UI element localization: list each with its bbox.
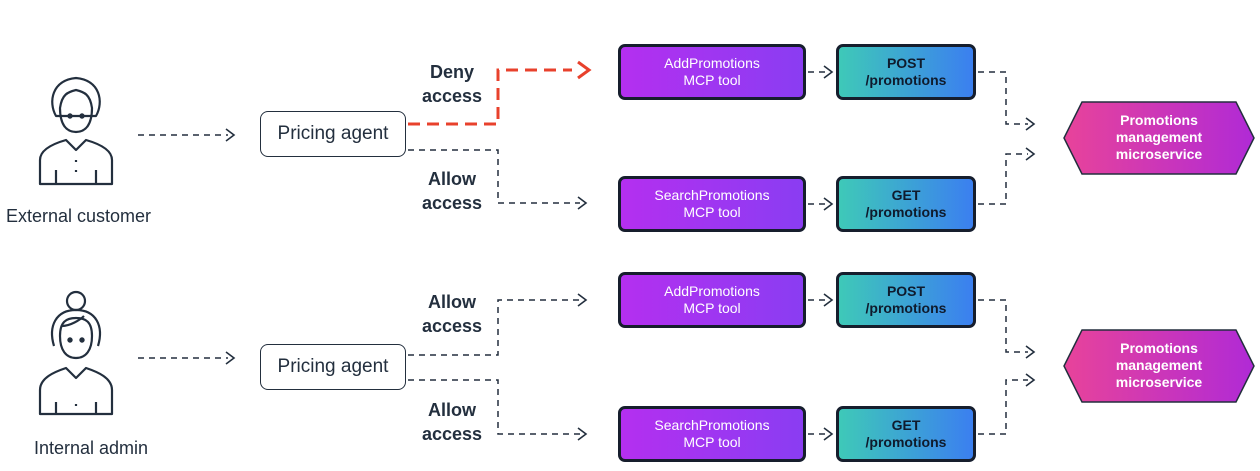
- get-promotions-api: GET /promotions: [836, 406, 976, 462]
- service-line: microservice: [1115, 374, 1203, 390]
- allow-add-path: [408, 299, 580, 356]
- api-path: /promotions: [865, 434, 947, 450]
- arrowhead: [577, 293, 588, 307]
- tool-type: MCP tool: [683, 204, 741, 220]
- arrowhead: [823, 427, 834, 441]
- tool-type: MCP tool: [683, 72, 741, 88]
- arrowhead: [1025, 147, 1036, 161]
- tool-type: MCP tool: [683, 300, 741, 316]
- tool-name: SearchPromotions: [654, 417, 770, 433]
- service-line: Promotions: [1120, 340, 1198, 356]
- get-promotions-api: GET /promotions: [836, 176, 976, 232]
- arrowhead: [225, 351, 236, 365]
- api-path: /promotions: [865, 300, 947, 316]
- external-customer-icon: [38, 76, 114, 186]
- access-line: Allow: [428, 292, 476, 312]
- arrowhead: [1025, 373, 1036, 387]
- access-line: access: [421, 424, 483, 444]
- access-line: access: [421, 193, 483, 213]
- service-line: Promotions: [1120, 112, 1198, 128]
- api-path: /promotions: [865, 72, 947, 88]
- access-line: Deny: [429, 62, 474, 82]
- api-to-service-path: [978, 379, 1028, 435]
- service-line: management: [1115, 129, 1203, 145]
- api-method: GET: [891, 417, 921, 433]
- deny-add-path: [408, 68, 572, 126]
- service-hexagon: [1063, 101, 1255, 175]
- actor-label: Internal admin: [34, 438, 149, 458]
- pricing-agent-node: Pricing agent: [260, 111, 406, 157]
- tool-type: MCP tool: [683, 434, 741, 450]
- promotions-service: Promotions management microservice: [1064, 340, 1254, 391]
- api-to-service-path: [978, 71, 1028, 125]
- deny-arrowhead: [577, 60, 592, 80]
- access-label-allow: Allow access: [412, 167, 492, 215]
- add-promotions-tool: AddPromotions MCP tool: [618, 44, 806, 100]
- arrowhead: [577, 196, 588, 210]
- allow-search-path: [408, 379, 580, 435]
- service-line: management: [1115, 357, 1203, 373]
- service-line: microservice: [1115, 146, 1203, 162]
- allow-search-path: [408, 149, 580, 204]
- api-path: /promotions: [865, 204, 947, 220]
- api-to-service-path: [978, 153, 1028, 205]
- access-line: access: [421, 86, 483, 106]
- post-promotions-api: POST /promotions: [836, 44, 976, 100]
- internal-admin-icon: [38, 290, 114, 416]
- tool-name: AddPromotions: [664, 283, 760, 299]
- tool-name: AddPromotions: [664, 55, 760, 71]
- api-to-service-path: [978, 299, 1028, 353]
- api-method: POST: [886, 283, 926, 299]
- promotions-service: Promotions management microservice: [1064, 112, 1254, 163]
- add-promotions-tool: AddPromotions MCP tool: [618, 272, 806, 328]
- tool-name: SearchPromotions: [654, 187, 770, 203]
- access-line: access: [421, 316, 483, 336]
- access-line: Allow: [428, 400, 476, 420]
- arrowhead: [577, 427, 588, 441]
- search-promotions-tool: SearchPromotions MCP tool: [618, 176, 806, 232]
- access-label-allow: Allow access: [412, 290, 492, 338]
- arrowhead: [823, 65, 834, 79]
- pricing-agent-node: Pricing agent: [260, 344, 406, 390]
- arrowhead: [1025, 117, 1036, 131]
- arrowhead: [823, 293, 834, 307]
- service-hexagon: [1063, 329, 1255, 403]
- arrowhead: [1025, 345, 1036, 359]
- access-label-allow: Allow access: [412, 398, 492, 446]
- arrowhead: [823, 197, 834, 211]
- actor-label: External customer: [6, 206, 152, 226]
- api-method: POST: [886, 55, 926, 71]
- access-label-deny: Deny access: [412, 60, 492, 108]
- search-promotions-tool: SearchPromotions MCP tool: [618, 406, 806, 462]
- post-promotions-api: POST /promotions: [836, 272, 976, 328]
- api-method: GET: [891, 187, 921, 203]
- access-line: Allow: [428, 169, 476, 189]
- arrowhead: [225, 128, 236, 142]
